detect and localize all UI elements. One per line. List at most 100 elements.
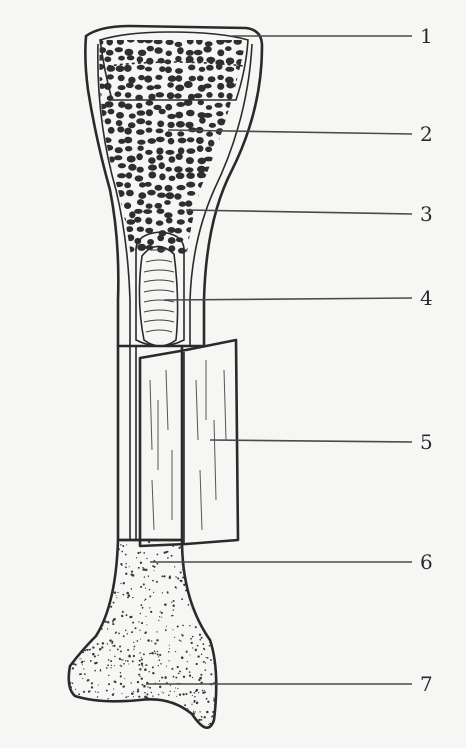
stipple-dot xyxy=(131,631,133,633)
stipple-dot xyxy=(145,664,147,666)
stipple-dot xyxy=(82,664,83,665)
stipple-dot xyxy=(118,633,120,635)
spongy-cell xyxy=(225,229,233,234)
stipple-dot xyxy=(104,712,105,713)
stipple-dot xyxy=(83,702,84,703)
spongy-cell xyxy=(124,137,132,144)
stipple-dot xyxy=(215,592,216,593)
stipple-dot xyxy=(143,726,145,728)
stipple-dot xyxy=(182,625,184,627)
stipple-dot xyxy=(71,590,72,591)
stipple-dot xyxy=(218,584,220,586)
spongy-cell xyxy=(137,199,144,205)
stipple-dot xyxy=(109,639,112,642)
spongy-cell xyxy=(179,201,186,206)
spongy-cell xyxy=(216,238,223,243)
stipple-dot xyxy=(146,558,147,559)
stipple-dot xyxy=(144,632,146,634)
stipple-dot xyxy=(136,735,138,737)
stipple-dot xyxy=(220,714,222,716)
stipple-dot xyxy=(165,733,166,734)
stipple-dot xyxy=(133,646,135,648)
stipple-dot xyxy=(128,663,129,664)
spongy-cell xyxy=(186,227,194,232)
spongy-cell xyxy=(157,193,166,198)
stipple-dot xyxy=(144,728,145,729)
stipple-dot xyxy=(76,577,78,579)
stipple-dot xyxy=(121,724,123,726)
stipple-dot xyxy=(75,709,76,710)
stipple-dot xyxy=(86,598,88,600)
stipple-dot xyxy=(198,597,200,599)
stipple-dot xyxy=(163,692,164,693)
stipple-dot xyxy=(172,723,174,725)
stipple-dot xyxy=(219,694,220,695)
spongy-cell xyxy=(147,46,154,52)
spongy-cell xyxy=(186,148,195,154)
stipple-dot xyxy=(171,602,172,603)
spongy-cell xyxy=(188,217,195,223)
stipple-dot xyxy=(207,591,209,593)
spongy-cell xyxy=(105,118,112,124)
spongy-cell xyxy=(186,50,194,56)
stipple-dot xyxy=(84,628,85,629)
stipple-dot xyxy=(122,713,123,714)
stipple-dot xyxy=(178,715,180,717)
stipple-dot xyxy=(213,558,214,559)
stipple-dot xyxy=(113,645,115,647)
stipple-dot xyxy=(169,706,171,708)
stipple-dot xyxy=(68,736,70,738)
stipple-dot xyxy=(170,685,171,686)
stipple-dot xyxy=(132,726,134,728)
spongy-cell xyxy=(137,37,145,43)
label-1: 1 xyxy=(420,24,433,48)
stipple-dot xyxy=(75,627,77,629)
stipple-dot xyxy=(107,698,109,700)
spongy-cell xyxy=(155,75,162,80)
spongy-cell xyxy=(225,218,232,224)
spongy-cell xyxy=(127,55,135,60)
stipple-dot xyxy=(179,670,181,672)
stipple-dot xyxy=(132,574,135,577)
spongy-cell xyxy=(226,82,234,88)
spongy-cell xyxy=(206,105,212,110)
stipple-dot xyxy=(184,550,186,552)
stipple-dot xyxy=(159,680,160,681)
spongy-cell xyxy=(197,56,204,63)
stipple-dot xyxy=(97,696,98,697)
stipple-dot xyxy=(67,700,69,702)
stipple-dot xyxy=(209,599,210,600)
stipple-dot xyxy=(71,552,73,554)
stipple-dot xyxy=(144,569,146,571)
stipple-dot xyxy=(140,562,142,564)
stipple-dot xyxy=(196,585,198,587)
stipple-dot xyxy=(147,739,149,741)
stipple-dot xyxy=(199,733,201,735)
stipple-dot xyxy=(169,645,170,646)
stipple-dot xyxy=(149,595,151,597)
stipple-dot xyxy=(108,683,110,685)
stipple-dot xyxy=(122,659,123,660)
spongy-cell xyxy=(175,56,181,62)
stipple-dot xyxy=(81,619,82,620)
spongy-cell xyxy=(129,113,136,118)
stipple-dot xyxy=(81,587,83,589)
stipple-dot xyxy=(174,691,175,692)
stipple-dot xyxy=(161,617,162,618)
stipple-dot xyxy=(204,649,206,651)
spongy-cell xyxy=(137,65,145,70)
stipple-dot xyxy=(140,676,141,677)
spongy-cell xyxy=(95,226,102,232)
stipple-dot xyxy=(69,590,71,592)
stipple-dot xyxy=(207,701,209,703)
stipple-dot xyxy=(149,589,151,591)
stipple-dot xyxy=(91,551,92,552)
stipple-dot xyxy=(145,616,146,617)
stipple-dot xyxy=(69,653,70,654)
stipple-dot xyxy=(191,545,194,548)
stipple-dot xyxy=(65,715,68,718)
stipple-dot xyxy=(91,682,93,684)
stipple-dot xyxy=(114,732,116,734)
stipple-dot xyxy=(145,599,147,601)
stipple-dot xyxy=(82,651,84,653)
